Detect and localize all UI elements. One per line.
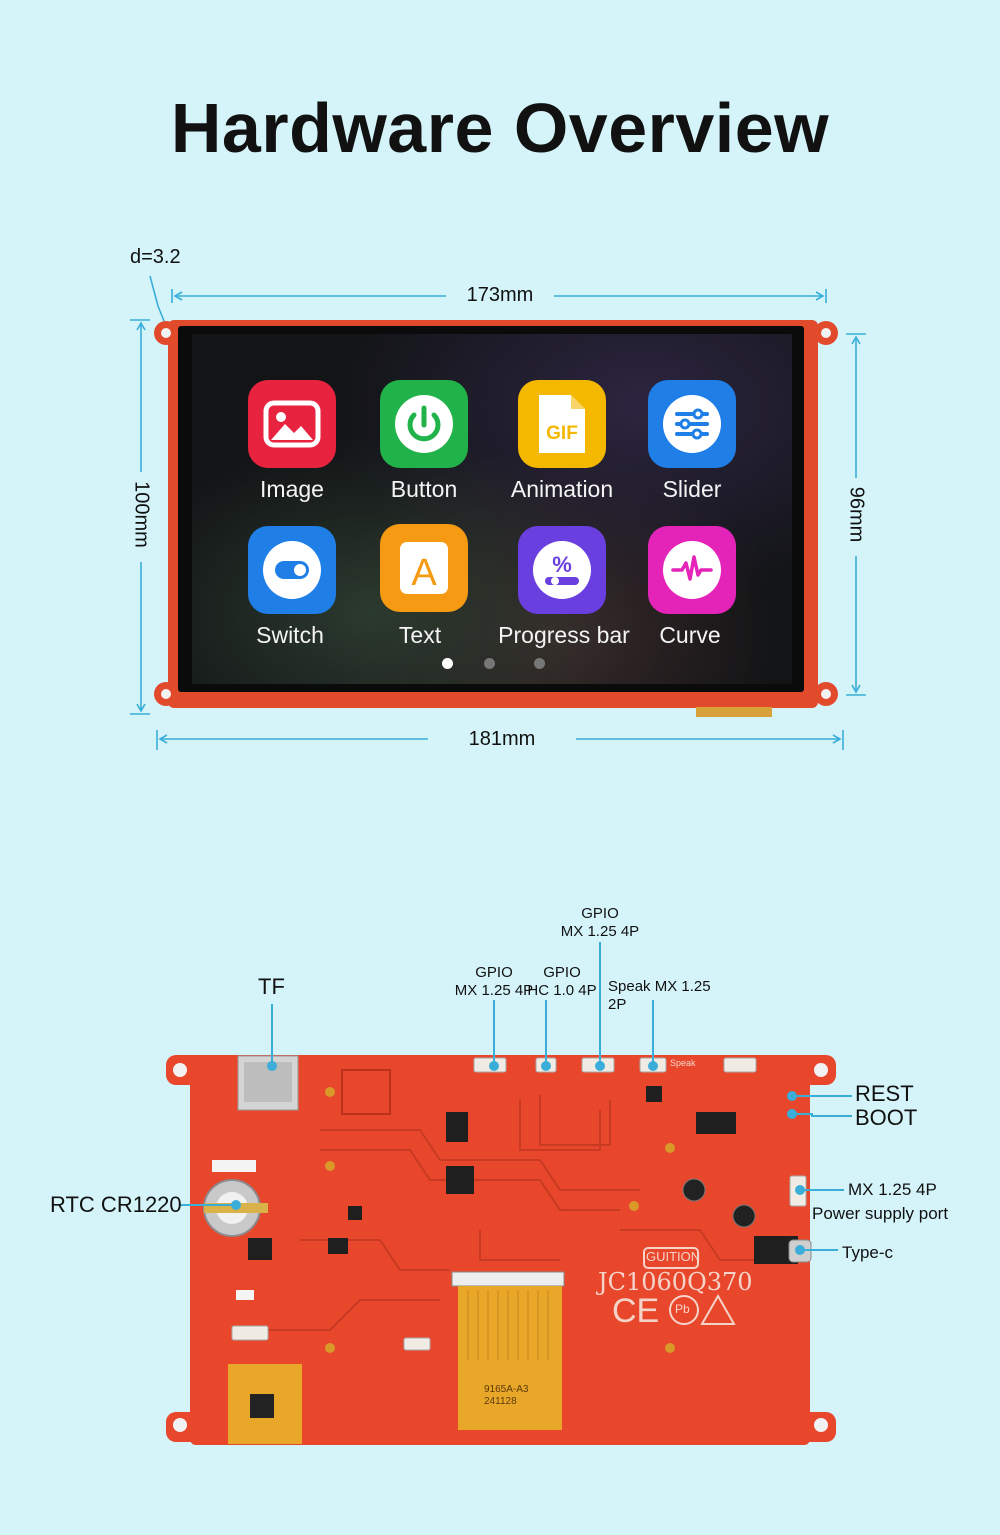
app-label-curve: Curve	[659, 622, 721, 648]
app-progress-bar[interactable]: %	[518, 526, 606, 614]
board-brand: GUITION	[646, 1249, 701, 1264]
letter-a-glyph: A	[411, 552, 437, 594]
fpc-label: 9165A-A3	[484, 1384, 529, 1395]
ce-mark: CE	[612, 1292, 660, 1330]
app-label-slider: Slider	[662, 476, 722, 502]
hole-diameter-label: d=3.2	[130, 246, 181, 268]
app-button[interactable]	[380, 380, 468, 468]
label-rest: REST	[855, 1081, 914, 1106]
speak-silk: Speak	[670, 1058, 696, 1068]
waveform-icon	[663, 541, 721, 599]
app-label-switch: Switch	[256, 622, 324, 648]
label-speak: Speak MX 1.25 2P	[608, 978, 711, 1013]
app-slider[interactable]	[648, 380, 736, 468]
percent-glyph: %	[552, 552, 572, 577]
app-animation[interactable]: GIF	[518, 380, 606, 468]
label-rtc: RTC CR1220	[50, 1192, 182, 1217]
fpc-code: 241128	[484, 1396, 517, 1407]
percent-icon: %	[533, 541, 591, 599]
page-title: Hardware Overview	[170, 89, 830, 167]
label-tf: TF	[258, 974, 285, 999]
toggle-icon	[263, 541, 321, 599]
pager-dot-3[interactable]	[534, 658, 545, 669]
board-model: JC1060Q370	[598, 1268, 753, 1296]
bottom-width-label: 181mm	[468, 728, 536, 750]
app-label-button: Button	[390, 476, 458, 502]
pager-dot-2[interactable]	[484, 658, 495, 669]
letter-a-icon: A	[400, 542, 448, 594]
app-label-progress-bar: Progress bar	[498, 622, 630, 648]
image-icon	[263, 400, 321, 448]
label-power-connector: MX 1.25 4P	[848, 1180, 937, 1199]
top-width-label: 173mm	[466, 284, 534, 306]
pb-mark: Pb	[675, 1302, 690, 1316]
pager-dot-1[interactable]	[442, 658, 453, 669]
app-text[interactable]: A	[380, 524, 468, 612]
label-boot: BOOT	[855, 1105, 918, 1130]
app-curve[interactable]	[648, 526, 736, 614]
label-typec: Type-c	[842, 1243, 894, 1262]
app-label-animation: Animation	[510, 476, 614, 502]
display-screen: Image Button GIF Animation Slider	[192, 334, 792, 684]
gif-icon: GIF	[539, 395, 585, 453]
gif-glyph: GIF	[546, 423, 578, 444]
app-image[interactable]	[248, 380, 336, 468]
label-power-supply: Power supply port	[812, 1204, 949, 1223]
app-label-text: Text	[398, 622, 442, 648]
slider-icon	[663, 395, 721, 453]
app-switch[interactable]	[248, 526, 336, 614]
app-label-image: Image	[260, 476, 324, 502]
power-icon	[395, 395, 453, 453]
